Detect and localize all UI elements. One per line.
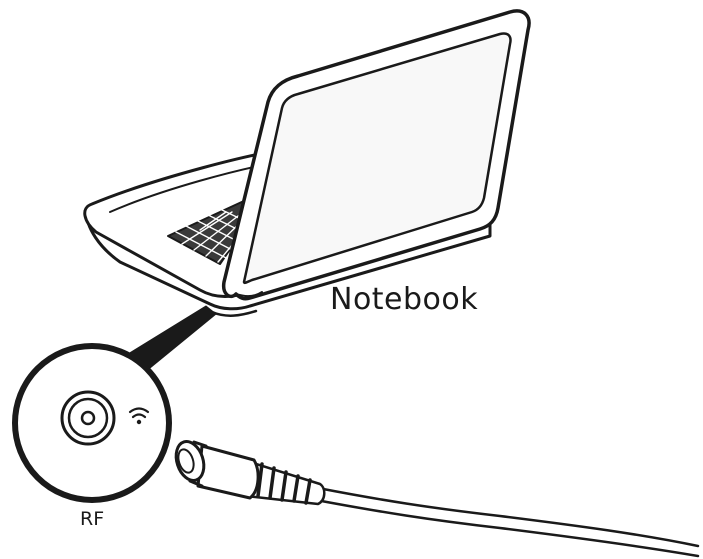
cable-wire-bottom — [314, 498, 700, 558]
cable-plug-edge-top — [192, 440, 208, 448]
cable-plug-body — [196, 444, 260, 500]
laptop-base-lip — [210, 309, 258, 317]
wireless-signal-icon — [128, 407, 150, 425]
laptop-screen — [242, 32, 512, 285]
laptop-icon — [83, 9, 531, 317]
rf-port-callout — [12, 343, 172, 503]
cable-plug-edge-bottom — [188, 479, 204, 488]
coaxial-port-icon — [60, 390, 116, 446]
callout-pointer — [127, 305, 217, 369]
cable-ribs — [256, 462, 312, 505]
laptop-lid-edge — [235, 291, 263, 298]
notebook-label: Notebook — [330, 282, 479, 317]
cable-wire-top — [316, 486, 700, 548]
rf-label: RF — [80, 508, 105, 530]
coaxial-cable-icon — [174, 440, 700, 558]
cable-plug-tip-inner — [177, 448, 195, 474]
